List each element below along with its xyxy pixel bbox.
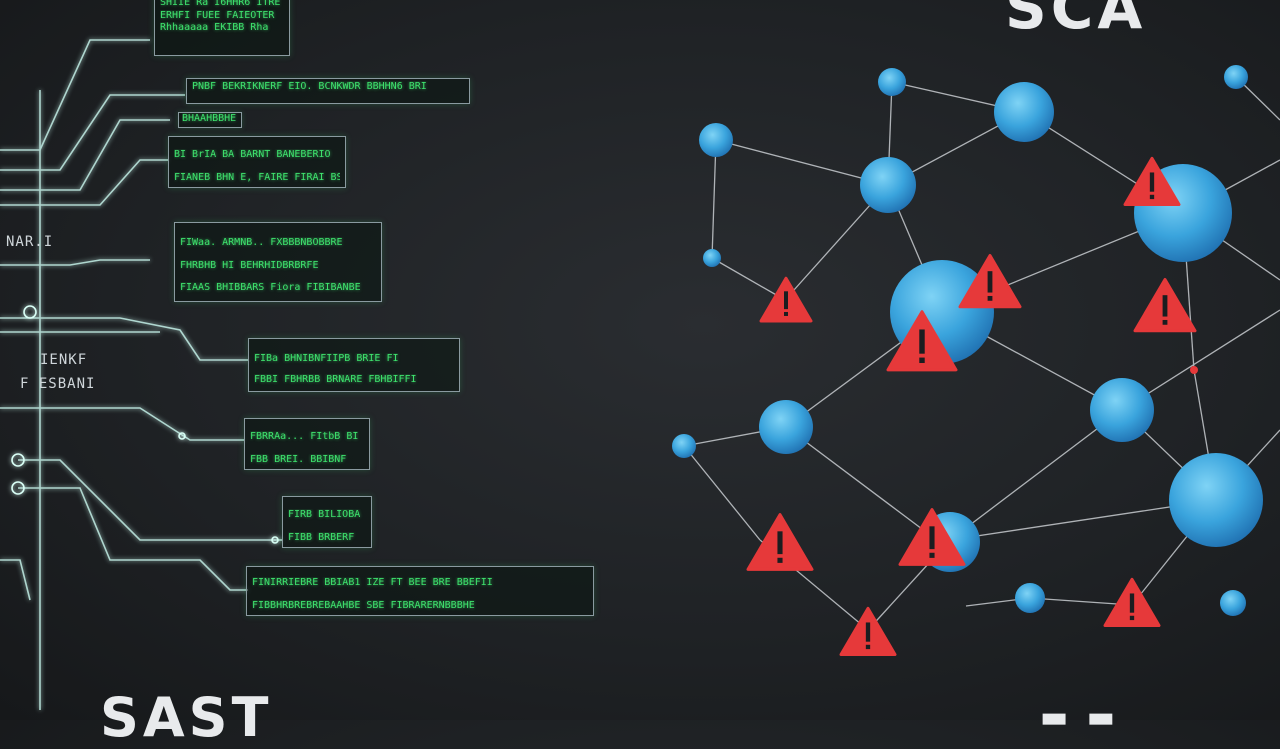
code-line: BHAAHBBHE — [182, 113, 237, 124]
corner-text: ▬ ▬ — [1040, 700, 1120, 735]
circuit-trace — [0, 159, 168, 206]
code-line: PNBF BEKRIKNERF EIO. BCNKWDR BBHHN6 BRI — [192, 81, 427, 92]
code-line: FHRBHB HI BEHRHIDBRBRFE — [180, 259, 319, 271]
circuit-trace — [0, 259, 150, 266]
code-box: FINIRRIEBRE BBIAB1 IZE FT BEE BRE BBEFII… — [246, 566, 594, 616]
code-line: SHIIE Ra I6HHR6 ITRE — [160, 0, 281, 8]
code-box: FIRB BILIOBA FIBB BRBERF — [282, 496, 372, 548]
warning-triangle-icon — [958, 254, 1022, 309]
network-edge — [711, 257, 786, 301]
circuit-trace — [0, 559, 31, 601]
code-line: FIBB BRBERF — [288, 531, 355, 543]
circuit-trace — [0, 407, 244, 441]
dependency-node-icon — [1220, 590, 1246, 616]
warning-triangle-icon — [759, 276, 813, 323]
warning-triangle-icon — [1123, 156, 1181, 207]
dependency-node-icon — [1090, 378, 1154, 442]
circuit-trace — [18, 459, 282, 541]
code-line: FIWaa. ARMNB.. FXBBBNBOBBRE — [180, 237, 343, 248]
circuit-pad — [271, 536, 279, 544]
code-line: FIBa BHNIBNFIIPB BRIE FI — [254, 353, 399, 364]
code-box: FIBa BHNIBNFIIPB BRIE FI FBBI FBHRBB BRN… — [248, 338, 460, 392]
side-label: F ESBANI — [20, 376, 96, 392]
dependency-node-icon — [672, 434, 696, 458]
network-edge — [949, 409, 1123, 541]
code-line: BI BrIA BA BARNT BANEBERIO — [174, 149, 331, 160]
code-line: FIRB BILIOBA — [288, 509, 361, 520]
code-line: FBB BREI. BBIBNF — [250, 453, 347, 465]
code-box: SHIIE Ra I6HHR6 ITRE ERHFI FUEE FAIEOTER… — [154, 0, 290, 56]
circuit-trace — [0, 94, 185, 171]
warning-triangle-icon — [886, 310, 958, 372]
circuit-trace — [18, 487, 248, 591]
code-box: FIWaa. ARMNB.. FXBBBNBOBBRE FHRBHB HI BE… — [174, 222, 382, 302]
circuit-pad — [23, 305, 37, 319]
dependency-node-icon — [994, 82, 1054, 142]
sca-title: SCA — [1005, 0, 1147, 42]
illustration-canvas — [0, 39, 1280, 710]
circuit-pad — [178, 432, 186, 440]
circuit-traces — [0, 39, 282, 710]
side-label: NAR.I — [6, 234, 54, 250]
warning-triangle-icon — [839, 606, 897, 657]
circuit-pads — [11, 305, 279, 544]
circuit-trace — [0, 317, 248, 361]
code-box: BI BrIA BA BARNT BANEBERIO FIANEB BHN E,… — [168, 136, 346, 188]
circuit-trace — [0, 39, 150, 151]
sast-title: SAST — [100, 686, 273, 749]
circuit-pad — [11, 481, 25, 495]
dependency-node-dot — [1190, 366, 1198, 374]
circuit-trace — [0, 119, 170, 191]
code-box: BHAAHBBHE — [178, 112, 242, 128]
network-nodes — [672, 65, 1263, 616]
warning-triangle-icon — [1103, 577, 1161, 628]
warning-triangle-icon — [898, 508, 966, 566]
network-edge — [1029, 597, 1133, 606]
network-edge — [715, 139, 889, 186]
code-line: Rhhaaaaa EKIBB Rha — [160, 22, 269, 33]
dependency-node-icon — [1015, 583, 1045, 613]
dependency-node-icon — [878, 68, 906, 96]
dependency-node-icon — [759, 400, 813, 454]
dependency-node-icon — [1224, 65, 1248, 89]
network-edge — [785, 426, 931, 536]
dependency-node-icon — [703, 249, 721, 267]
code-line: FIBBHRBREBREBAAHBE SBE FIBRARERNBBBHE — [252, 599, 475, 611]
code-line: FBBI FBHRBB BRNARE FBHBIFFI — [254, 373, 417, 385]
network-edge — [683, 445, 761, 541]
dependency-node-icon — [699, 123, 733, 157]
code-box: FBRRAa... FItbB BI FBB BREI. BBIBNF — [244, 418, 370, 470]
dependency-node-icon — [1169, 453, 1263, 547]
code-line: FIAAS BHIBBARS Fiora FIBIBANBE — [180, 282, 361, 293]
code-line: ERHFI FUEE FAIEOTER — [160, 9, 275, 21]
warning-icons — [746, 156, 1197, 657]
code-line: FINIRRIEBRE BBIAB1 IZE FT BEE BRE BBEFII — [252, 577, 493, 588]
network-edge — [711, 139, 717, 259]
circuit-pad — [11, 453, 25, 467]
warning-triangle-icon — [746, 513, 814, 571]
code-line: FBRRAa... FItbB BI — [250, 431, 359, 442]
warning-triangle-icon — [1133, 278, 1197, 333]
code-box: PNBF BEKRIKNERF EIO. BCNKWDR BBHHN6 BRI — [186, 78, 470, 104]
dependency-node-icon — [860, 157, 916, 213]
code-line: FIANEB BHN E, FAIRE FIRAI BSIFB — [174, 171, 340, 183]
side-label: IENKF — [40, 352, 88, 368]
